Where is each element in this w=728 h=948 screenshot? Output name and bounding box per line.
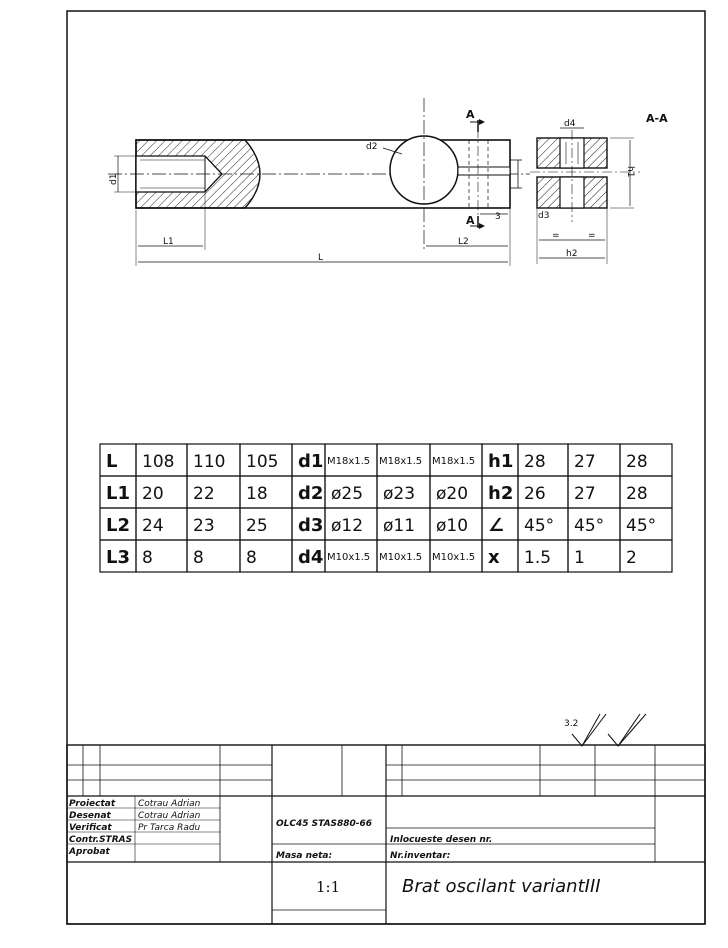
table-cell-text: L2 <box>106 515 130 536</box>
section-view-AA: A-A d4 h1 d3 = = h2 <box>530 112 668 264</box>
table-cell-text: ø25 <box>331 484 363 504</box>
dim-L3: 3 <box>495 212 501 222</box>
table-cell-text: ∠ <box>488 515 504 536</box>
table-cell-text: d3 <box>298 515 323 536</box>
table-cell-text: 8 <box>142 548 153 568</box>
table-cell-text: 8 <box>246 548 257 568</box>
section-marker-bottom: A <box>466 214 475 227</box>
table-cell-text: L <box>106 451 117 472</box>
table-cell-text: d1 <box>298 451 323 472</box>
title-role: Proiectat <box>69 799 116 809</box>
table-cell-text: L3 <box>106 547 130 568</box>
roughness-symbols: 3.2 <box>564 713 647 747</box>
table-cell-text: 27 <box>574 452 596 472</box>
table-cell-text: 28 <box>524 452 546 472</box>
title-role: Contr.STRAS <box>69 835 132 845</box>
table-cell-text: L1 <box>106 483 130 504</box>
scale-value: 1:1 <box>316 878 340 896</box>
title-role: Desenat <box>69 811 112 821</box>
title-name: Pr Tarca Radu <box>138 823 201 833</box>
dim-eq-right: = <box>588 231 596 241</box>
table-cell-text: 1 <box>574 548 585 568</box>
table-cell-text: 18 <box>246 484 268 504</box>
table-cell-text: ø23 <box>383 484 415 504</box>
dim-eq-left: = <box>552 231 560 241</box>
table-cell-text: M10x1.5 <box>327 552 370 563</box>
table-cell-text: M18x1.5 <box>379 456 422 467</box>
masa-neta-label: Masa neta: <box>276 851 332 861</box>
table-cell-text: h2 <box>488 483 513 504</box>
table-cell-text: ø10 <box>436 516 468 536</box>
table-cell-text: 23 <box>193 516 215 536</box>
table-cell-text: 45° <box>626 516 656 536</box>
table-cell-text: d2 <box>298 483 323 504</box>
table-cell-text: 1.5 <box>524 548 551 568</box>
table-cell-text: ø12 <box>331 516 363 536</box>
table-cell-text: ø11 <box>383 516 415 536</box>
table-cell-text: M18x1.5 <box>432 456 475 467</box>
drawing-title: Brat oscilant variantIII <box>402 876 601 897</box>
table-cell-text: M10x1.5 <box>432 552 475 563</box>
dim-d4: d4 <box>564 119 576 129</box>
table-cell <box>619 539 673 573</box>
table-cell-text: 24 <box>142 516 164 536</box>
table-cell-text: 26 <box>524 484 546 504</box>
front-view: A A d2 d1 L1 L2 3 L <box>108 98 530 266</box>
table-cell-text: 45° <box>574 516 604 536</box>
material-spec: OLC45 STAS880-66 <box>276 819 372 829</box>
table-cell-text: d4 <box>298 547 323 568</box>
replaces-drawing-label: Inlocueste desen nr. <box>390 835 492 845</box>
dim-L1: L1 <box>163 237 174 247</box>
table-cell-text: 27 <box>574 484 596 504</box>
table-cell-text: 110 <box>193 452 225 472</box>
roughness-value: 3.2 <box>564 719 578 729</box>
table-cell-text: 28 <box>626 452 648 472</box>
dim-L2: L2 <box>458 237 469 247</box>
table-cell-text: 28 <box>626 484 648 504</box>
dim-d1: d1 <box>109 174 119 185</box>
table-cell-text: 20 <box>142 484 164 504</box>
dim-d3: d3 <box>538 211 549 221</box>
table-cell-text: 105 <box>246 452 278 472</box>
table-cell-text: ø20 <box>436 484 468 504</box>
dim-d2: d2 <box>366 142 377 152</box>
title-name: Cotrau Adrian <box>138 799 201 809</box>
dim-L: L <box>318 253 323 263</box>
table-cell-text: 108 <box>142 452 174 472</box>
table-cell-text: 22 <box>193 484 215 504</box>
table-cell-text: 2 <box>626 548 637 568</box>
title-role: Aprobat <box>68 847 111 857</box>
table-cell-text: 8 <box>193 548 204 568</box>
dim-h2: h2 <box>566 249 577 259</box>
inventory-number-label: Nr.inventar: <box>390 851 450 861</box>
table-cell-text: x <box>488 547 500 568</box>
title-name: Cotrau Adrian <box>138 811 201 821</box>
table-cell-text: 45° <box>524 516 554 536</box>
table-cell-text: M10x1.5 <box>379 552 422 563</box>
title-role: Verificat <box>69 823 112 833</box>
table-cell-text: 25 <box>246 516 268 536</box>
section-label: A-A <box>646 112 668 125</box>
dim-h1: h1 <box>625 166 635 177</box>
table-cell-text: h1 <box>488 451 513 472</box>
title-block <box>66 744 706 925</box>
section-marker-top: A <box>466 108 475 121</box>
table-cell-text: M18x1.5 <box>327 456 370 467</box>
